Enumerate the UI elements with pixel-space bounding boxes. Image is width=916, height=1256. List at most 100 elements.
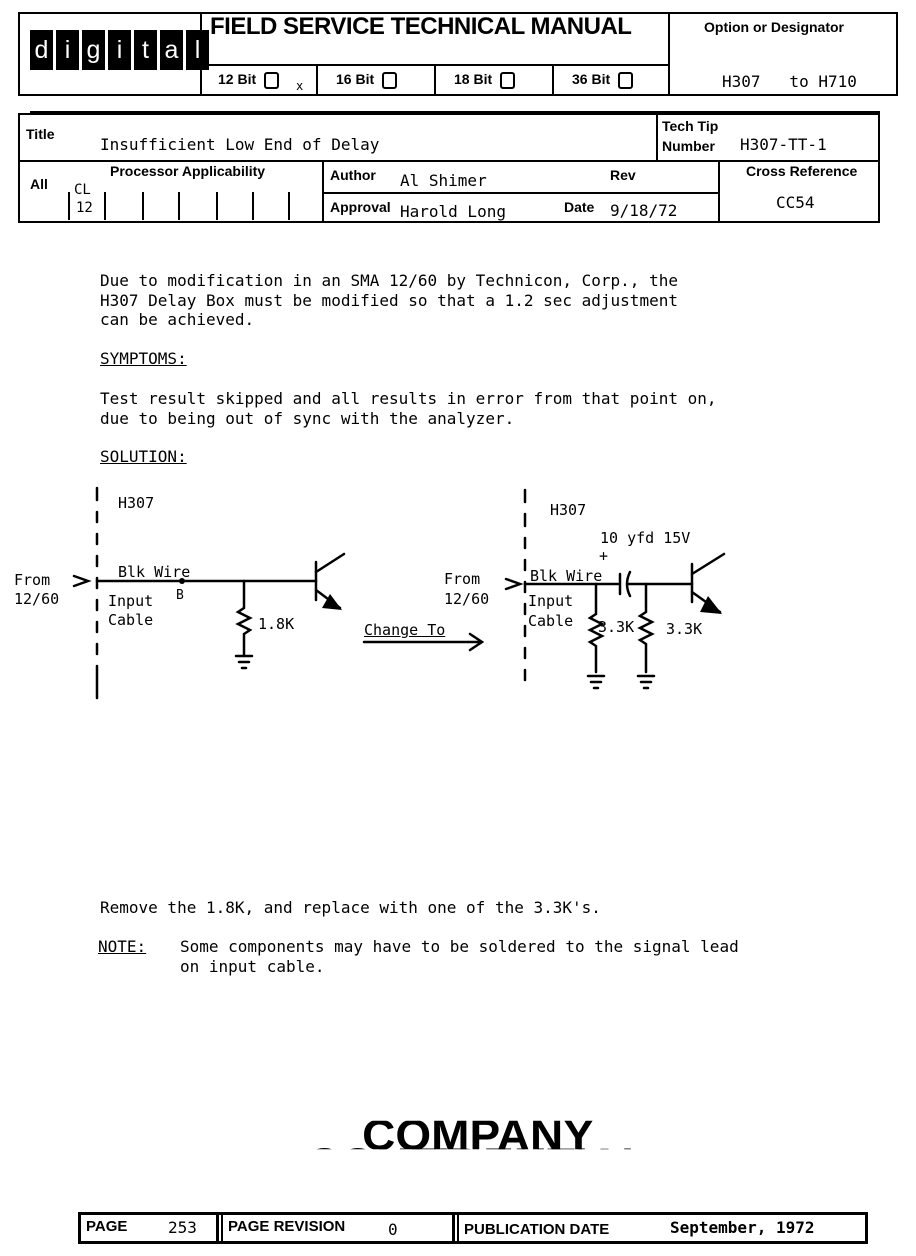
intro-paragraph: Due to modification in an SMA 12/60 by T… <box>100 271 678 329</box>
footer-divider <box>221 1212 223 1244</box>
checkbox-icon <box>618 71 634 89</box>
right-wire-label: Blk Wire <box>530 567 603 585</box>
info-rule <box>18 160 880 162</box>
date-label: Date <box>564 199 595 215</box>
remove-instruction: Remove the 1.8K, and replace with one of… <box>100 898 601 917</box>
techtip-label: Tech Tip <box>662 118 719 134</box>
approval-label: Approval <box>330 199 391 215</box>
right-from-label: From <box>444 570 481 588</box>
author-label: Author <box>330 167 376 183</box>
bit-label: 12 Bit <box>218 71 257 87</box>
left-cable-label: Cable <box>108 611 154 629</box>
techtip-value: H307-TT-1 <box>740 135 827 154</box>
title-label: Title <box>26 126 55 142</box>
solution-heading: SOLUTION: <box>100 447 187 466</box>
note-label: NOTE: <box>98 937 147 956</box>
bit-divider <box>316 64 318 96</box>
page-number: 253 <box>168 1218 197 1237</box>
checkbox-mark: x <box>296 79 304 93</box>
logo-letter: t <box>134 30 157 70</box>
processor-tick <box>68 192 70 220</box>
left-from-label: From <box>14 571 51 589</box>
all-label: All <box>30 176 48 192</box>
header-frame <box>18 12 898 96</box>
crossref-value: CC54 <box>776 193 815 212</box>
info-divider <box>322 160 324 223</box>
resistor-3-3k-icon <box>587 582 605 674</box>
bit-option-18: 18 Bit <box>454 71 516 89</box>
rev-label: Rev <box>610 167 636 183</box>
transistor-collector-right <box>690 552 726 576</box>
input-arrow-icon <box>504 577 524 591</box>
header-divider <box>668 12 670 96</box>
symptoms-paragraph: Test result skipped and all results in e… <box>100 389 717 428</box>
cl-label: CL <box>74 182 91 198</box>
processor-tick <box>142 192 144 220</box>
resistor-1-8k-icon <box>235 579 253 658</box>
processor-tick <box>216 192 218 220</box>
logo-letter: i <box>56 30 79 70</box>
footer-divider <box>452 1212 455 1244</box>
bit-label: 16 Bit <box>336 71 375 87</box>
left-from-source: 12/60 <box>14 590 60 608</box>
capacitor-plus: + <box>599 547 609 565</box>
info-divider <box>718 160 720 223</box>
bit-label: 18 Bit <box>454 71 493 87</box>
processor-tick <box>178 192 180 220</box>
ground-icon <box>234 654 254 670</box>
checkbox-icon <box>500 71 516 89</box>
left-resistor-label: 1.8K <box>258 615 295 633</box>
logo-letter: a <box>160 30 183 70</box>
resistor-3-3k-icon <box>637 582 655 674</box>
approval-value: Harold Long <box>400 202 506 221</box>
page-label: PAGE <box>86 1218 128 1235</box>
footer-frame <box>78 1212 868 1244</box>
manual-title: FIELD SERVICE TECHNICAL MANUAL <box>210 13 632 40</box>
input-arrow-icon <box>72 574 92 588</box>
logo-letter: i <box>108 30 131 70</box>
info-frame <box>18 113 880 223</box>
author-value: Al Shimer <box>400 171 487 190</box>
processor-tick <box>288 192 290 220</box>
capacitor-label: 10 yfd 15V <box>600 529 691 547</box>
date-value: 9/18/72 <box>610 201 678 220</box>
bit-divider <box>552 64 554 96</box>
right-input-label: Input <box>528 592 574 610</box>
processor-tick <box>104 192 106 220</box>
left-input-label: Input <box>108 592 154 610</box>
processor-tick <box>252 192 254 220</box>
publication-date-label: PUBLICATION DATE <box>464 1221 610 1238</box>
logo-letter: g <box>82 30 105 70</box>
page-revision-label: PAGE REVISION <box>228 1218 346 1235</box>
bit-option-36: 36 Bit <box>572 71 634 89</box>
digital-logo: d i g i t a l <box>30 30 209 70</box>
cl-value: 12 <box>76 200 93 216</box>
info-rule <box>30 111 880 113</box>
symptoms-heading: SYMPTOMS: <box>100 349 187 368</box>
checkbox-icon <box>382 71 398 89</box>
node-b-label: B <box>176 588 184 603</box>
right-from-source: 12/60 <box>444 590 490 608</box>
footer-divider <box>457 1212 459 1244</box>
left-box-label: H307 <box>118 494 155 512</box>
right-resistor-1-label: 3.3K <box>598 618 635 636</box>
crossref-label: Cross Reference <box>746 163 858 179</box>
change-to-arrow-icon <box>362 632 485 652</box>
designator-value: H307 to H710 <box>722 72 857 91</box>
footer-divider <box>216 1212 219 1244</box>
left-wire-label: Blk Wire <box>118 563 191 581</box>
note-text: Some components may have to be soldered … <box>180 937 739 976</box>
right-resistor-2-label: 3.3K <box>666 620 703 638</box>
bit-option-16: 16 Bit <box>336 71 398 89</box>
transistor-collector-left <box>314 552 346 574</box>
publication-date-value: September, 1972 <box>670 1218 815 1237</box>
emitter-arrow-icon <box>700 596 722 614</box>
info-rule <box>322 192 718 194</box>
right-box-label: H307 <box>550 501 587 519</box>
processor-label: Processor Applicability <box>110 163 266 179</box>
bit-option-12: 12 Bit x <box>218 71 303 93</box>
circuit-diagram <box>72 486 726 700</box>
logo-letter: l <box>186 30 209 70</box>
ground-icon <box>586 674 606 690</box>
logo-letter: d <box>30 30 53 70</box>
